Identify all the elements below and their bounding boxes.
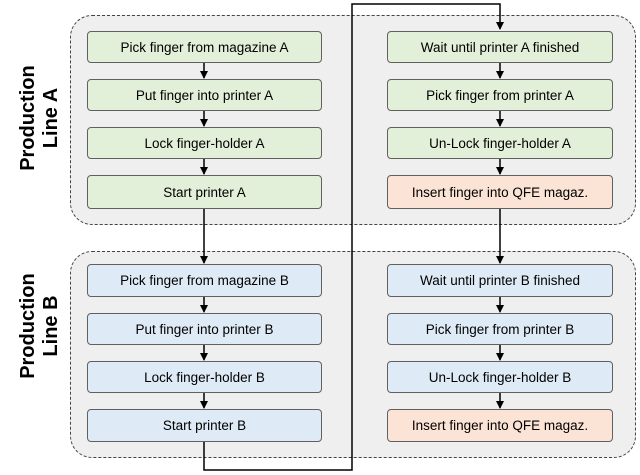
step-wait-printer-a: Wait until printer A finished [387,31,613,63]
step-unlock-finger-holder-a: Un-Lock finger-holder A [387,127,613,159]
arrow-loop-b-to-a [203,3,504,471]
step-wait-printer-b: Wait until printer B finished [387,264,613,297]
step-put-finger-printer-b: Put finger into printer B [87,313,322,345]
step-insert-finger-qfe-a: Insert finger into QFE magaz. [387,175,613,209]
step-pick-finger-printer-a: Pick finger from printer A [387,79,613,111]
step-insert-finger-qfe-b: Insert finger into QFE magaz. [387,409,613,442]
step-lock-finger-holder-a: Lock finger-holder A [87,127,322,159]
step-start-printer-b: Start printer B [87,409,322,442]
step-pick-finger-magazine-a: Pick finger from magazine A [87,31,322,63]
step-pick-finger-printer-b: Pick finger from printer B [387,313,613,345]
step-pick-finger-magazine-b: Pick finger from magazine B [87,264,322,297]
step-start-printer-a: Start printer A [87,175,322,209]
step-unlock-finger-holder-b: Un-Lock finger-holder B [387,361,613,393]
step-lock-finger-holder-b: Lock finger-holder B [87,361,322,393]
step-put-finger-printer-a: Put finger into printer A [87,79,322,111]
